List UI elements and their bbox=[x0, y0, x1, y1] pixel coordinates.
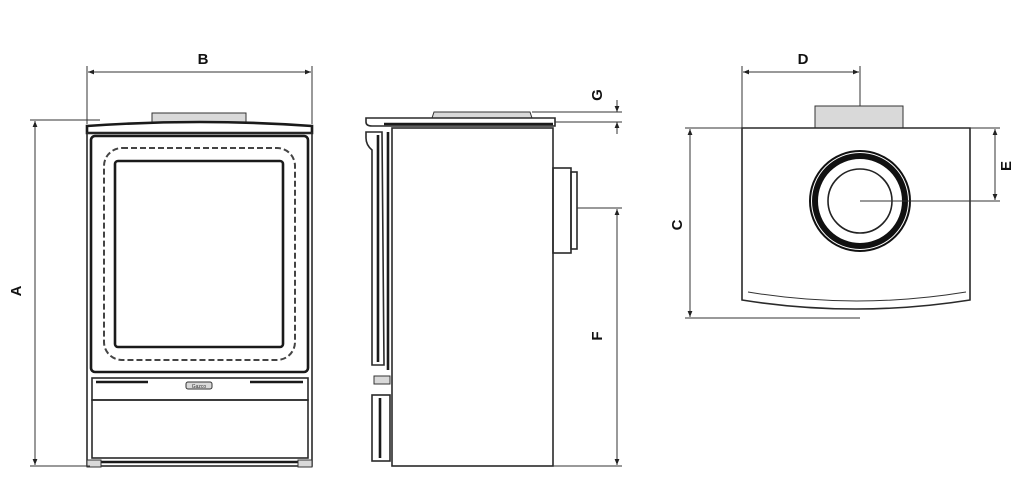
brand-logo: Gazco bbox=[192, 384, 207, 390]
dimension-a-label: A bbox=[8, 285, 25, 296]
front-view: Gazco B A bbox=[8, 51, 314, 468]
door-frame bbox=[89, 134, 310, 374]
dimension-d-label: D bbox=[798, 51, 809, 68]
dimension-g-label: G bbox=[589, 89, 606, 101]
dimension-b-label: B bbox=[198, 51, 209, 68]
dimension-c-label: C bbox=[669, 219, 686, 230]
top-body bbox=[741, 127, 971, 310]
top-plate bbox=[85, 120, 314, 135]
door-window bbox=[113, 159, 285, 349]
side-ashpan-handle bbox=[373, 375, 391, 385]
rear-outlet bbox=[552, 167, 572, 254]
dimension-f-label: F bbox=[589, 331, 606, 340]
side-plinth bbox=[371, 394, 391, 462]
flue-collar-side bbox=[431, 111, 533, 119]
front-body bbox=[86, 132, 313, 467]
top-view: C D E bbox=[669, 51, 1015, 319]
brand-logo-plate bbox=[185, 381, 213, 390]
side-view: G F bbox=[365, 89, 622, 467]
foot-right bbox=[297, 459, 313, 468]
plinth bbox=[91, 399, 309, 459]
dimension-e-label: E bbox=[998, 161, 1015, 171]
side-body bbox=[391, 127, 554, 467]
foot-left bbox=[86, 459, 102, 468]
flue-collar-top bbox=[814, 105, 904, 129]
door-glass-edge bbox=[103, 147, 296, 361]
flue-collar-front bbox=[151, 112, 247, 123]
side-door bbox=[365, 131, 385, 366]
side-top-plate bbox=[365, 117, 556, 127]
